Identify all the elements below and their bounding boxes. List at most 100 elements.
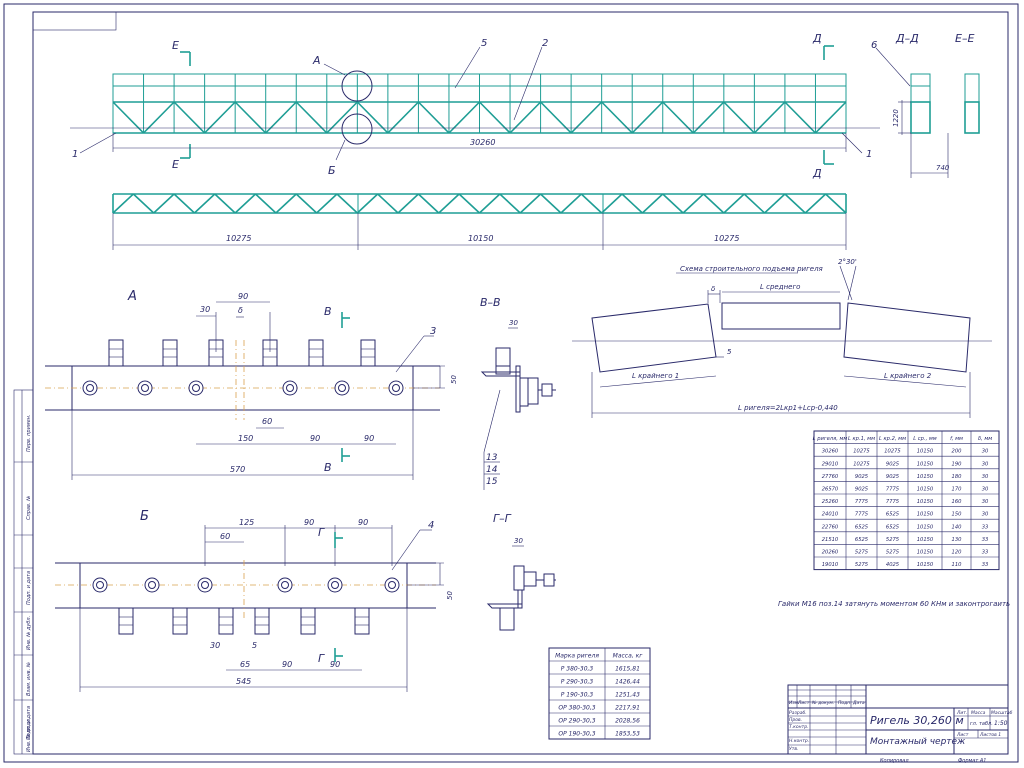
truss-diagonal	[814, 101, 847, 134]
table-cell: 29010	[822, 461, 839, 467]
bolt-core	[148, 581, 156, 589]
lift-delta: δ	[711, 285, 715, 293]
table-cell: 26570	[822, 486, 839, 492]
dimA-90b: 90	[310, 434, 320, 443]
section-dd: Д–Д 6 1220 740	[871, 32, 950, 178]
detail-circle-a	[341, 70, 373, 102]
truss-diagonal	[448, 101, 481, 134]
dimA-delta: δ	[238, 306, 243, 315]
table-cell: 30	[982, 499, 989, 505]
truss-diagonal	[499, 193, 521, 214]
truss-diagonal	[295, 193, 318, 214]
table-cell: 4025	[886, 562, 900, 568]
vv-leader-15: 15	[486, 477, 498, 487]
truss-diagonal	[356, 193, 379, 214]
truss-diagonal	[631, 101, 664, 134]
table-cell: 5275	[886, 537, 900, 543]
detail-circle-b	[341, 113, 373, 145]
table-cell: 110	[952, 562, 963, 568]
table-cell: 30	[982, 474, 989, 480]
table-cell: 10150	[917, 486, 934, 492]
bolt-core	[281, 581, 289, 589]
truss-bottom: 10275 10150 10275	[112, 193, 847, 250]
tb-format: Формат А1	[958, 758, 986, 764]
truss-diagonal	[753, 101, 786, 134]
table-cell: 1853,53	[615, 730, 640, 737]
table-cell: 33	[982, 524, 989, 530]
table-cell: 30	[982, 461, 989, 467]
table-cell: ОР 380-30,3	[558, 704, 595, 711]
truss-diagonal	[478, 101, 511, 134]
label-E-bottom: Е	[172, 158, 179, 171]
table-cell: 10150	[917, 449, 934, 455]
vv-leader-14: 14	[486, 465, 498, 475]
tb-prov: Пров.	[789, 717, 802, 723]
lift-gap: 5	[727, 348, 732, 356]
tb-ndoc: № докум.	[811, 700, 834, 706]
tb-date: Дата	[852, 700, 865, 706]
dimB-90b: 90	[358, 518, 368, 527]
tb-podp: Подп.	[838, 700, 852, 706]
bolt-core	[86, 384, 94, 392]
dim-bottom-2: 10150	[468, 234, 493, 243]
corner-stamp	[32, 11, 117, 31]
tb-razrab: Разраб.	[789, 710, 807, 716]
bolt-core	[286, 384, 294, 392]
table-cell: 27760	[822, 474, 839, 480]
section-gg: Г–Г 30	[486, 512, 556, 631]
bolt-nut	[300, 607, 316, 635]
table-cell: 10275	[853, 449, 870, 455]
detail-b: Б 125 90 90 60 30 5 65 90 90 545	[55, 509, 454, 692]
truss-diagonal	[509, 101, 542, 134]
table-cell: Р 290-30,3	[561, 678, 594, 685]
label-E-top: Е	[172, 39, 179, 52]
dimB-30: 30	[210, 641, 220, 650]
dimA-150: 150	[238, 434, 253, 443]
truss-diagonal	[275, 193, 297, 214]
side-label: Взам. инв. №	[26, 662, 32, 696]
lift-mid: L среднего	[760, 283, 800, 291]
table-header-cell: L кр.1, мм	[848, 436, 875, 442]
table-header-cell: δ, мм	[978, 436, 992, 442]
truss-diagonal	[193, 193, 216, 214]
tb-mass-h: Масса	[971, 710, 986, 716]
dd-height: 1220	[892, 109, 900, 127]
dimB-5: 5	[252, 641, 257, 650]
truss-diagonal	[743, 193, 766, 214]
table-cell: ОР 190-30,3	[558, 730, 595, 737]
table-cell: 10150	[917, 512, 934, 518]
dimA-570: 570	[230, 465, 245, 474]
table-cell: 30260	[822, 449, 839, 455]
truss-diagonal	[173, 101, 206, 134]
lift-edge2: L крайнего 2	[884, 372, 932, 380]
truss-diagonal	[692, 101, 725, 134]
table-cell: 190	[952, 461, 963, 467]
table-frame	[548, 647, 651, 740]
tb-tkontr: Т.контр.	[789, 724, 809, 730]
table-cell: 1426,44	[615, 678, 640, 685]
table-cell: 30	[982, 512, 989, 518]
table-cell: 20260	[822, 549, 839, 555]
truss-diagonal	[397, 193, 419, 214]
dimA-60: 60	[262, 417, 272, 426]
table-cell: 5275	[886, 549, 900, 555]
table-cell: 200	[952, 449, 963, 455]
truss-diagonal	[519, 193, 542, 214]
side-strip: Перв. примен. Справ. № Подп. и дата Инв.…	[13, 389, 34, 755]
truss-diagonal	[540, 101, 572, 134]
tb-subtitle: Монтажный чертеж	[870, 737, 966, 747]
table-cell: 6525	[855, 524, 869, 530]
side-label: Инв. № подл.	[26, 718, 32, 753]
section-ee: Е–Е	[955, 32, 980, 134]
dimB-65: 65	[240, 660, 250, 669]
label-D-top: Д	[812, 32, 822, 45]
table-cell: 10150	[917, 549, 934, 555]
table-cell: 10150	[917, 562, 934, 568]
dimB-50: 50	[446, 591, 454, 600]
bolt-core	[201, 581, 209, 589]
detailA-cut-top: В	[324, 305, 332, 318]
truss-diagonal	[784, 193, 806, 214]
bolt-nut	[172, 607, 188, 635]
detailB-cut-top: Г	[318, 526, 325, 539]
